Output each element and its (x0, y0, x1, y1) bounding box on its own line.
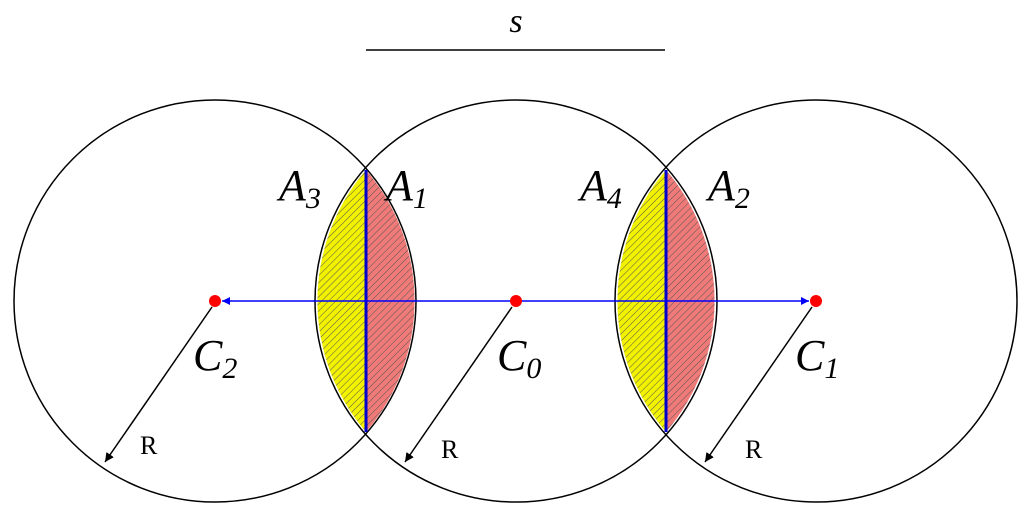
radius-arrow-c0 (404, 306, 513, 463)
label-a3: A3 (276, 161, 321, 215)
center-dot-c0 (510, 295, 522, 307)
label-c0: C0 (497, 331, 541, 385)
label-c1: C1 (795, 331, 839, 385)
radius-arrow-c2 (104, 306, 213, 463)
radius-label-c2: R (140, 431, 158, 460)
radius-arrow-c1 (704, 306, 813, 463)
label-a2: A2 (705, 161, 750, 215)
center-dot-c2 (209, 295, 221, 307)
title-s: s (509, 3, 522, 40)
label-a4: A4 (577, 161, 622, 215)
label-c2: C2 (193, 331, 237, 385)
radius-label-c0: R (441, 435, 459, 464)
center-dot-c1 (810, 295, 822, 307)
radius-label-c1: R (745, 435, 763, 464)
label-a1: A1 (383, 161, 428, 215)
